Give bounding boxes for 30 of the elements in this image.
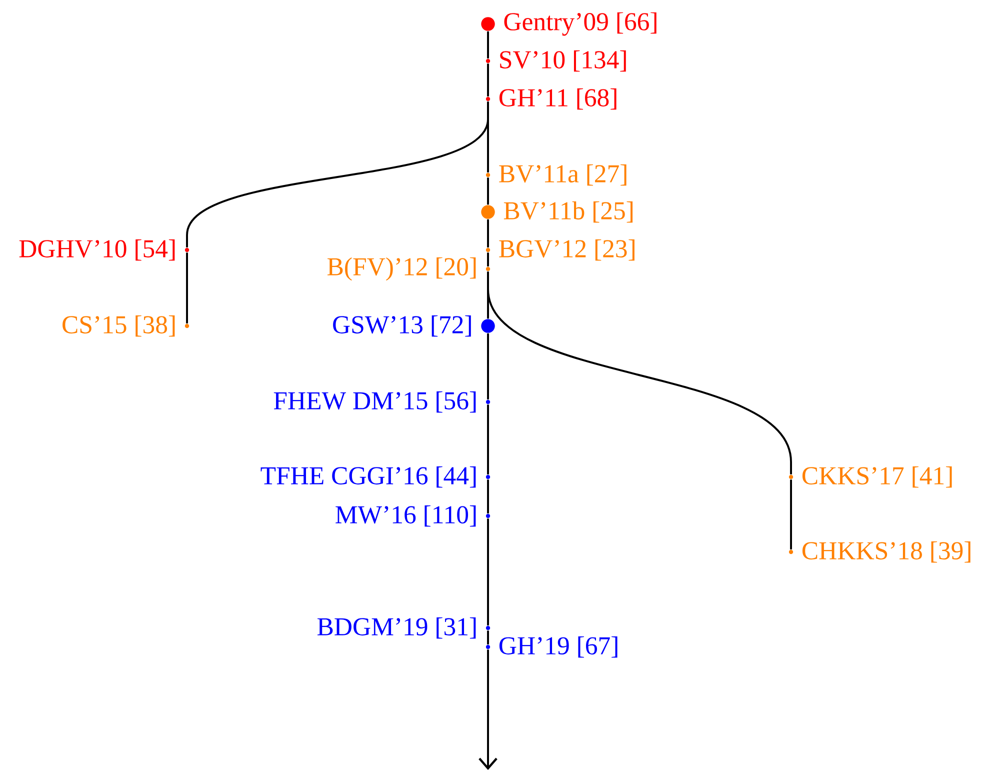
timeline-entry: Gentry’09 [66] bbox=[481, 12, 656, 36]
connector-line bbox=[186, 252, 188, 324]
connector-line bbox=[487, 31, 489, 58]
connector-line bbox=[487, 404, 489, 474]
timeline-entry: DGHV’10 [54] bbox=[19, 239, 190, 261]
connector-line bbox=[487, 219, 489, 248]
timeline-entry: GH’19 [67] bbox=[486, 636, 618, 658]
connector-line bbox=[186, 102, 489, 248]
connector-line bbox=[487, 64, 489, 96]
connector-line bbox=[487, 518, 489, 626]
timeline-entry: FHEW DM’15 [56] bbox=[274, 391, 490, 413]
timeline-entry: TFHE CGGI’16 [44] bbox=[260, 466, 490, 488]
timeline-entry: CKKS’17 [41] bbox=[788, 466, 952, 488]
timeline-entry: GSW’13 [72] bbox=[333, 315, 495, 337]
timeline-entry: CHKKS’18 [39] bbox=[788, 541, 970, 563]
timeline-entry: SV’10 [134] bbox=[486, 50, 626, 72]
connector-line bbox=[487, 178, 489, 205]
timeline-entry: BV’11a [27] bbox=[486, 164, 626, 186]
connector-line bbox=[487, 480, 489, 514]
connector-line bbox=[487, 630, 489, 644]
timeline-entry: CS’15 [38] bbox=[62, 315, 190, 337]
connector-line bbox=[487, 272, 792, 474]
timeline-entry: MW’16 [110] bbox=[336, 505, 490, 527]
timeline-entry: BDGM’19 [31] bbox=[318, 617, 490, 639]
connector-line bbox=[478, 650, 498, 770]
connector-line bbox=[790, 480, 792, 550]
connector-line bbox=[487, 333, 489, 400]
timeline-entry: GH’11 [68] bbox=[486, 88, 616, 110]
timeline-entry: BV’11b [25] bbox=[481, 201, 633, 223]
connector-line bbox=[487, 252, 489, 266]
